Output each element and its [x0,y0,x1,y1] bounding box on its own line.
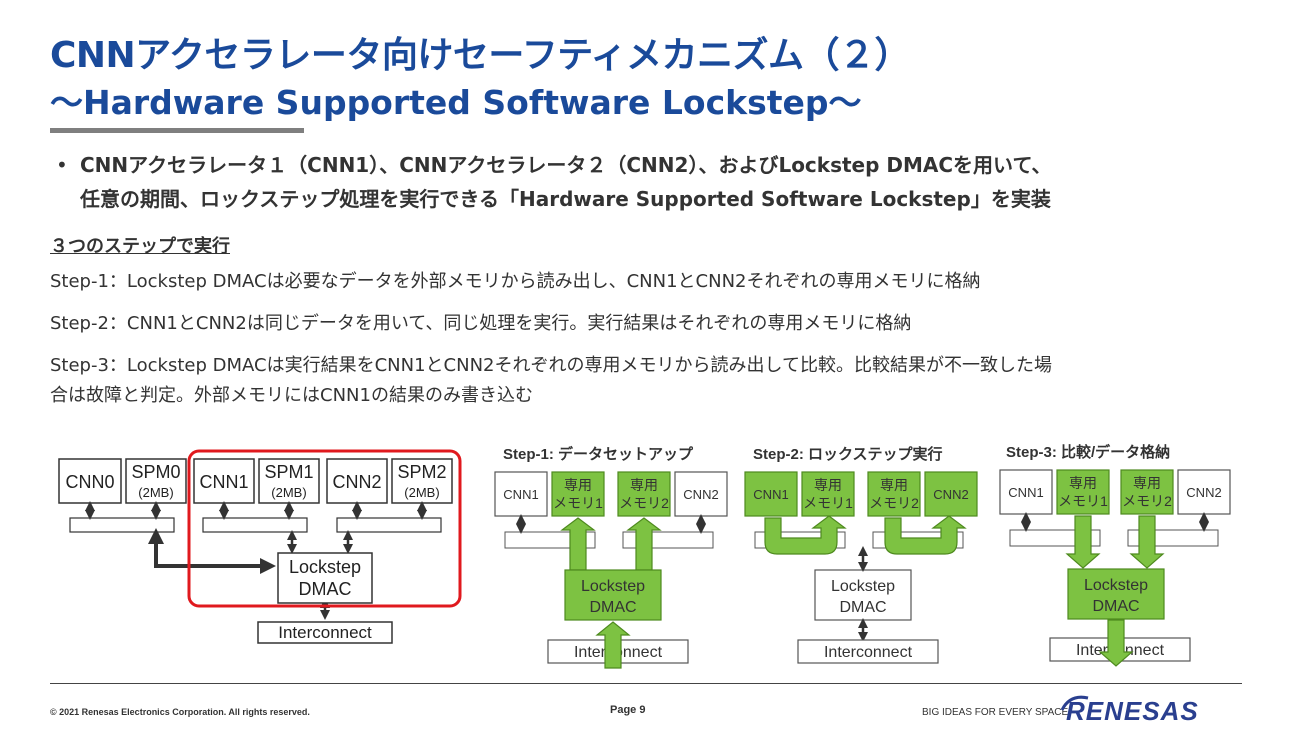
s2-cnn1: CNN1 [753,487,788,502]
s3-mem1-b: メモリ1 [1058,493,1108,509]
s1-dmac-1: Lockstep [581,578,645,595]
title-underline [50,128,304,133]
tagline: BIG IDEAS FOR EVERY SPACE [922,707,1069,718]
s1-mem2-a: 専用 [630,477,658,493]
s2-mem2-b: メモリ2 [869,495,919,511]
step-3-title: Step-3: 比較/データ格納 [1006,443,1170,461]
s2-interconnect: Interconnect [824,644,913,661]
lockstep-diagrams: CNN0 SPM0 (2MB) CNN1 SPM1 (2MB) CNN2 SPM… [58,443,1231,669]
bullet-line-2: 任意の期間、ロックステップ処理を実行できる「Hardware Supported… [80,187,1051,211]
s2-dmac-2: DMAC [839,599,886,616]
step-3-diagram: Step-3: 比較/データ格納 CNN1 専用 メモリ1 専用 メモリ2 CN… [999,443,1231,667]
step-3-text-line-1: Step-3：Lockstep DMACは実行結果をCNN1とCNN2それぞれの… [50,355,1052,376]
spm0-dmac-path [148,528,276,574]
step-3-text-line-2: 合は故障と判定。外部メモリにはCNN1の結果のみ書き込む [50,385,533,406]
arch-dmac-label-2: DMAC [299,579,352,599]
s1-dmac-2: DMAC [589,599,636,616]
s3-cnn1: CNN1 [1008,485,1043,500]
s3-cnn2: CNN2 [1186,485,1221,500]
architecture-diagram: CNN0 SPM0 (2MB) CNN1 SPM1 (2MB) CNN2 SPM… [58,449,462,644]
arch-dmac-box [277,552,373,604]
s2-mem2-a: 専用 [880,477,908,493]
s1-mem1-a: 専用 [564,477,592,493]
s3-mem2-b: メモリ2 [1122,493,1172,509]
bullet-dot: • [56,153,68,177]
s2-mem1-b: メモリ1 [803,495,853,511]
bus-bar-2 [336,517,442,533]
spm2-label: SPM2 [397,462,446,482]
spm0-box [125,458,187,504]
footer-divider [50,683,1242,684]
s2-cnn2: CNN2 [933,487,968,502]
s1-mem2-b: メモリ2 [619,495,669,511]
arch-interconnect-label: Interconnect [278,623,372,642]
step-1-text: Step-1：Lockstep DMACは必要なデータを外部メモリから読み出し、… [50,271,981,292]
cnn0-box [58,458,122,504]
step-1-diagram: Step-1: データセットアップ CNN1 専用 メモリ1 専用 メモリ2 C… [494,445,728,669]
s3-dmac-2: DMAC [1092,598,1139,615]
copyright-text: © 2021 Renesas Electronics Corporation. … [50,707,310,717]
spm0-label: SPM0 [131,462,180,482]
bus-bar-0 [69,517,175,533]
lockstep-highlight [187,449,462,608]
step-2-text: Step-2：CNN1とCNN2は同じデータを用いて、同じ処理を実行。実行結果は… [50,313,912,334]
s1-cnn2: CNN2 [683,487,718,502]
spm1-size: (2MB) [271,485,306,500]
steps-heading: ３つのステップで実行 [50,236,230,257]
spm2-size: (2MB) [404,485,439,500]
arch-small-arrows [85,501,427,620]
page-subtitle: ～Hardware Supported Software Lockstep～ [50,83,862,122]
cnn0-label: CNN0 [65,472,114,492]
s1-cnn1: CNN1 [503,487,538,502]
step-2-title: Step-2: ロックステップ実行 [753,445,943,463]
s2-mem1-a: 専用 [814,477,842,493]
cnn2-label: CNN2 [332,472,381,492]
s1-mem1-b: メモリ1 [553,495,603,511]
arch-dmac-label-1: Lockstep [289,557,361,577]
arch-interconnect-box [257,621,393,644]
step-2-diagram: Step-2: ロックステップ実行 CNN1 専用 メモリ1 専用 メモリ2 C… [744,445,978,664]
page-number: Page 9 [610,704,646,716]
logo-wordmark: RENESAS [1066,696,1199,726]
step-1-title: Step-1: データセットアップ [503,445,694,463]
bullet-line-1: CNNアクセラレータ１（CNN1）、CNNアクセラレータ２（CNN2）、およびL… [80,153,1052,177]
summary-bullet: • CNNアクセラレータ１（CNN1）、CNNアクセラレータ２（CNN2）、およ… [50,148,1250,216]
bus-bar-1 [202,517,308,533]
spm0-size: (2MB) [138,485,173,500]
spm2-box [391,458,453,504]
spm1-box [258,458,320,504]
spm1-label: SPM1 [264,462,313,482]
cnn1-label: CNN1 [199,472,248,492]
page-title: CNNアクセラレータ向けセーフティメカニズム（２） [50,35,911,76]
s3-dmac-1: Lockstep [1084,577,1148,594]
s3-mem1-a: 専用 [1069,475,1097,491]
renesas-logo: RENESAS [1060,695,1199,726]
s2-dmac-1: Lockstep [831,578,895,595]
s3-mem2-a: 専用 [1133,475,1161,491]
